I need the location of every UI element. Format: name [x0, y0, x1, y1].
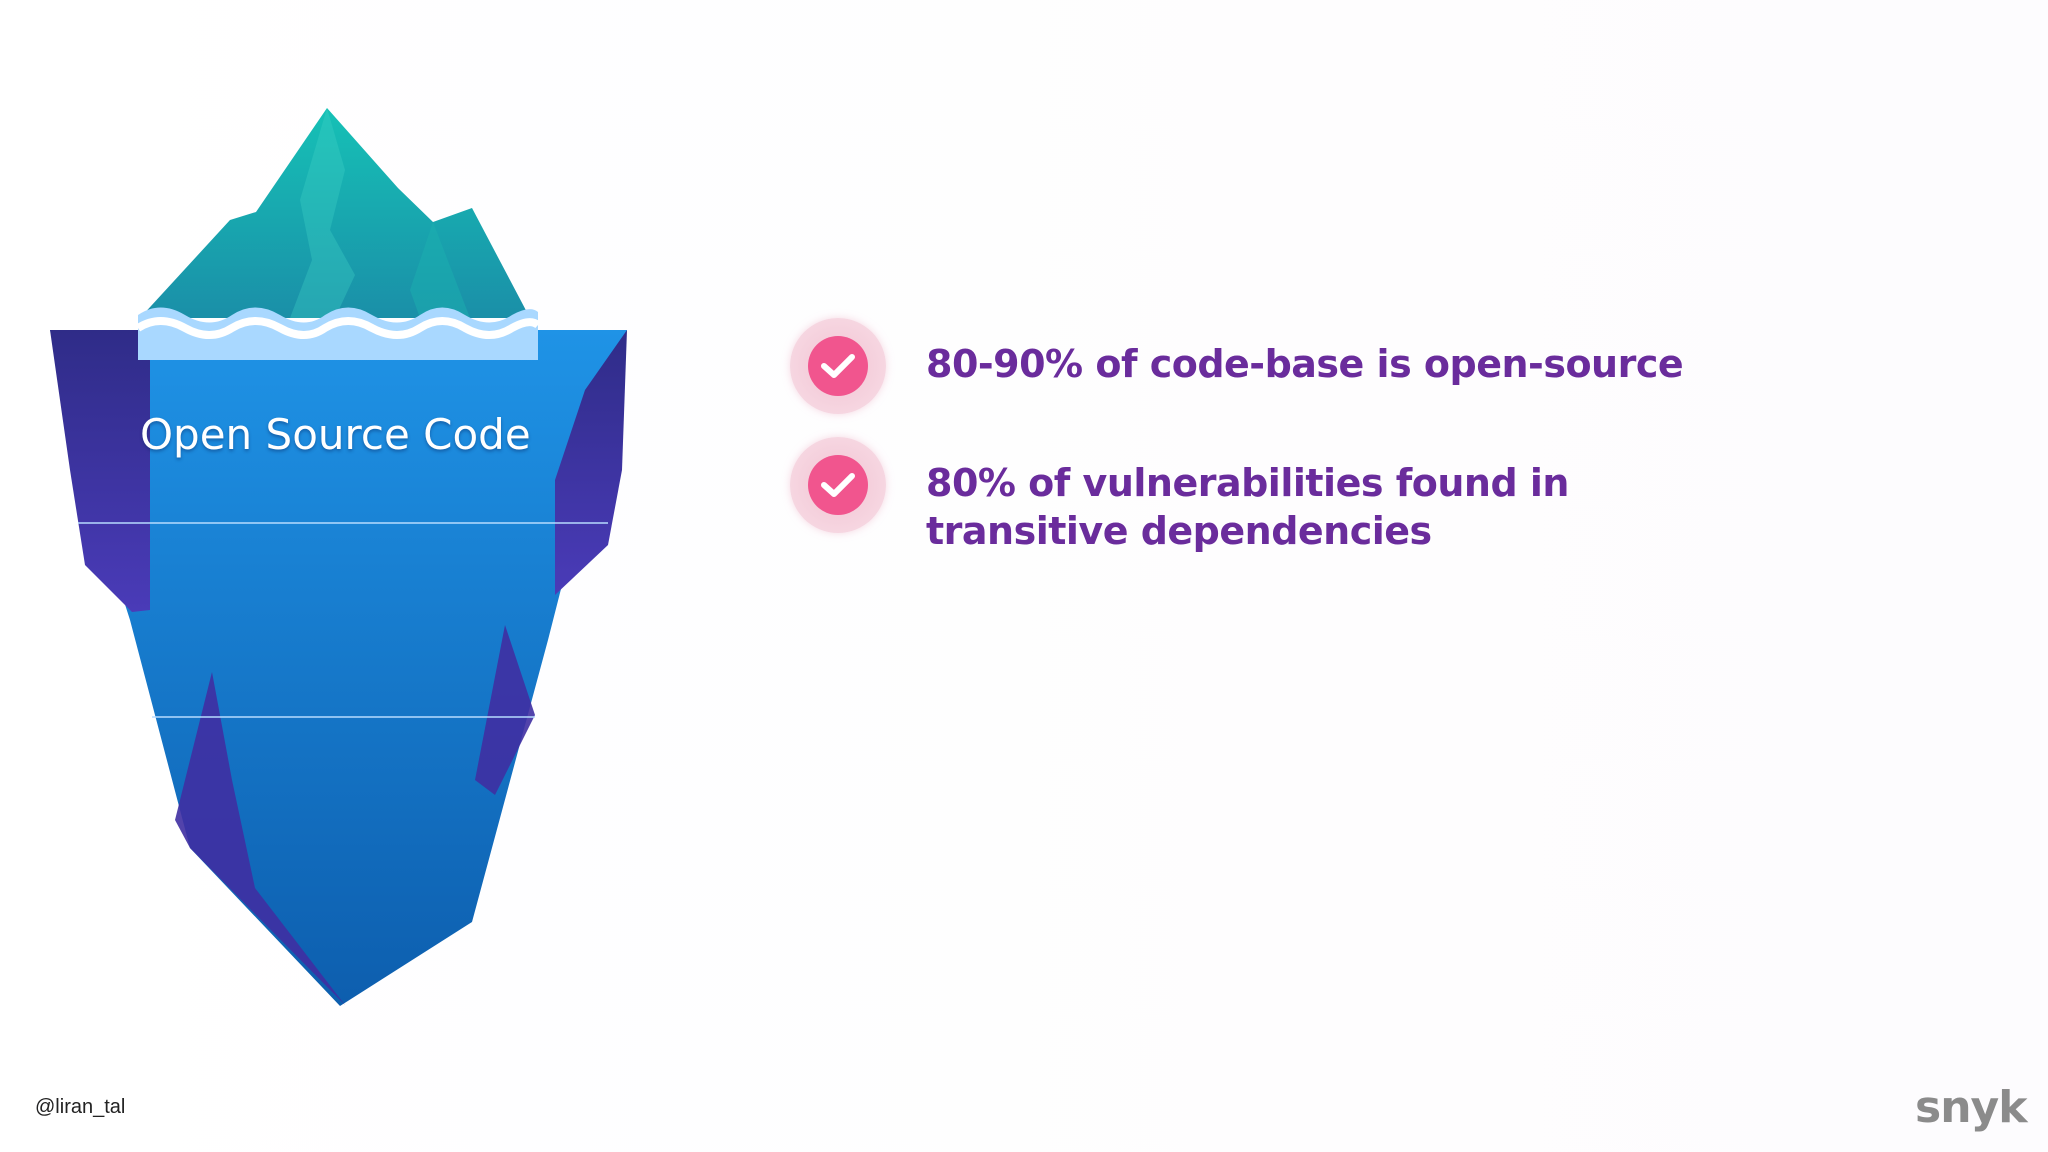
- checkmark-icon: [790, 437, 886, 533]
- bullet-text: 80% of vulnerabilities found in transiti…: [926, 461, 1569, 553]
- snyk-logo: snyk: [1915, 1082, 2027, 1133]
- iceberg-label: Open Source Code: [140, 410, 531, 459]
- author-handle: @liran_tal: [35, 1096, 126, 1118]
- iceberg-facet-mid-right: [475, 625, 535, 795]
- iceberg-facet-mid-left: [175, 672, 345, 1005]
- checkmark-icon: [790, 318, 886, 414]
- iceberg-facet-left: [50, 330, 150, 612]
- iceberg-facet-right: [555, 330, 627, 595]
- bullet-text: 80-90% of code-base is open-source: [926, 342, 1684, 386]
- iceberg-tip-highlight: [290, 108, 355, 318]
- bullet-item: 80% of vulnerabilities found in transiti…: [790, 437, 1746, 555]
- bullet-item: 80-90% of code-base is open-source: [790, 318, 1826, 414]
- iceberg-illustration: [50, 108, 627, 1006]
